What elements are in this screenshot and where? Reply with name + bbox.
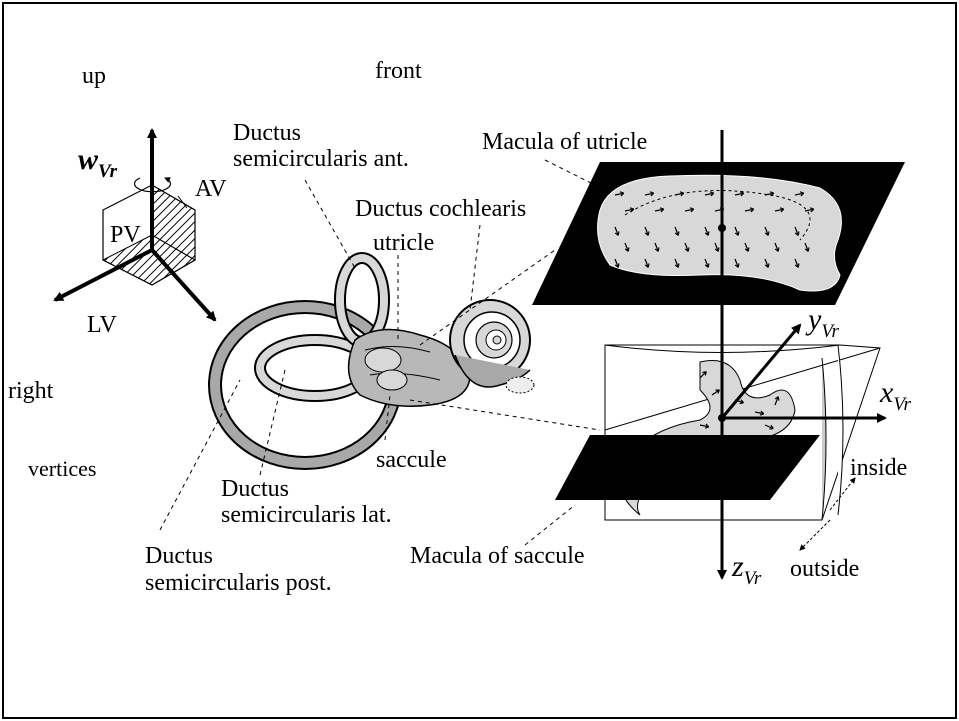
y-axis-label: yVr xyxy=(808,305,839,347)
label-pv: PV xyxy=(110,222,141,248)
utricle-origin xyxy=(718,224,726,232)
label-ductus-lat-1: Ductus xyxy=(221,476,289,502)
label-utricle: utricle xyxy=(373,230,434,256)
label-inside: inside xyxy=(850,455,907,481)
omega-label: wVr xyxy=(78,145,117,187)
x-axis-label: xVr xyxy=(880,378,911,420)
label-ductus-post-2: semicircularis post. xyxy=(145,570,332,596)
label-outside: outside xyxy=(790,556,859,582)
inside-arrow xyxy=(830,478,855,510)
inner-ear-illustration xyxy=(215,258,534,463)
label-lv: LV xyxy=(87,312,117,338)
label-saccule: saccule xyxy=(376,447,447,473)
label-front: front xyxy=(375,58,422,84)
label-ductus-cochlearis: Ductus cochlearis xyxy=(355,196,526,222)
macula-saccule-plane xyxy=(555,345,880,520)
label-ductus-ant-2: semicircularis ant. xyxy=(233,146,409,172)
z-axis-label: zVr xyxy=(732,552,761,594)
label-av: AV xyxy=(195,176,227,202)
label-ductus-post-1: Ductus xyxy=(145,543,213,569)
label-macula-saccule: Macula of saccule xyxy=(410,543,585,569)
macula-utricle-plane xyxy=(532,162,905,305)
s-label: SVr xyxy=(732,458,770,503)
label-vertices: vertices xyxy=(28,456,96,482)
label-ductus-lat-2: semicircularis lat. xyxy=(221,502,392,528)
label-ductus-ant-1: Ductus xyxy=(233,120,301,146)
label-up: up xyxy=(82,63,106,89)
label-macula-utricle: Macula of utricle xyxy=(482,129,647,155)
label-right: right xyxy=(8,378,53,404)
outside-arrow xyxy=(800,520,830,550)
